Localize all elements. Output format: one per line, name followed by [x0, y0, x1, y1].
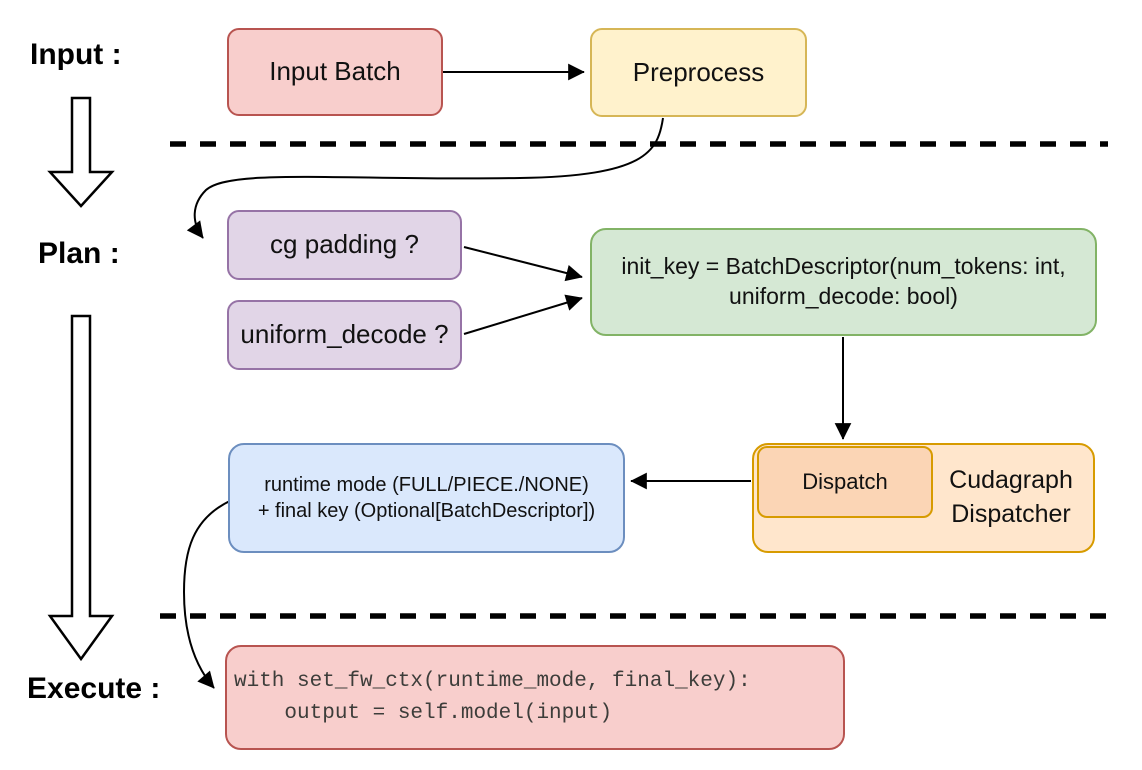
cudagraph-dispatcher-line2: Dispatcher [951, 500, 1071, 528]
node-dispatch: Dispatch [757, 446, 933, 518]
init-key-line1: init_key = BatchDescriptor(num_tokens: i… [621, 253, 1066, 280]
node-uniform-decode: uniform_decode ? [227, 300, 462, 370]
node-cg-padding-label: cg padding ? [270, 229, 419, 260]
node-uniform-decode-label: uniform_decode ? [240, 319, 449, 350]
arrow-uniform-decode-to-init-key [463, 294, 583, 335]
node-init-key: init_key = BatchDescriptor(num_tokens: i… [590, 228, 1097, 336]
stage-label-execute: Execute : [27, 672, 161, 705]
execute-code-line2: output = self.model(input) [234, 701, 613, 725]
node-cudagraph-dispatcher: Dispatch Cudagraph Dispatcher [752, 443, 1095, 553]
arrow-cg-padding-to-init-key [463, 246, 583, 282]
node-preprocess-label: Preprocess [632, 56, 765, 87]
arrow-runtime-mode-to-execute-code [182, 499, 233, 689]
node-dispatch-label: Dispatch [802, 468, 888, 494]
arrow-preprocess-to-cg-padding [186, 117, 664, 239]
execute-code-line1: with set_fw_ctx(runtime_mode, final_key)… [234, 670, 751, 693]
node-input-batch-label: Input Batch [269, 56, 401, 87]
node-execute-code: with set_fw_ctx(runtime_mode, final_key)… [225, 645, 845, 750]
runtime-mode-line2: + final key (Optional[BatchDescriptor]) [257, 500, 596, 522]
node-cg-padding: cg padding ? [227, 210, 462, 280]
stage-label-plan: Plan : [38, 237, 120, 270]
runtime-mode-line1: runtime mode (FULL/PIECE./NONE) [264, 474, 589, 496]
cudagraph-dispatcher-line1: Cudagraph [949, 466, 1073, 495]
stage-label-input: Input : [30, 38, 122, 71]
cudagraph-dispatcher-label: Cudagraph Dispatcher [929, 464, 1093, 532]
node-preprocess: Preprocess [590, 28, 807, 117]
node-runtime-mode: runtime mode (FULL/PIECE./NONE) + final … [228, 443, 625, 553]
hollow-arrow-plan-to-execute [47, 314, 115, 662]
node-input-batch: Input Batch [227, 28, 443, 116]
init-key-line2: uniform_decode: bool) [729, 283, 958, 309]
hollow-arrow-input-to-plan [47, 96, 115, 208]
